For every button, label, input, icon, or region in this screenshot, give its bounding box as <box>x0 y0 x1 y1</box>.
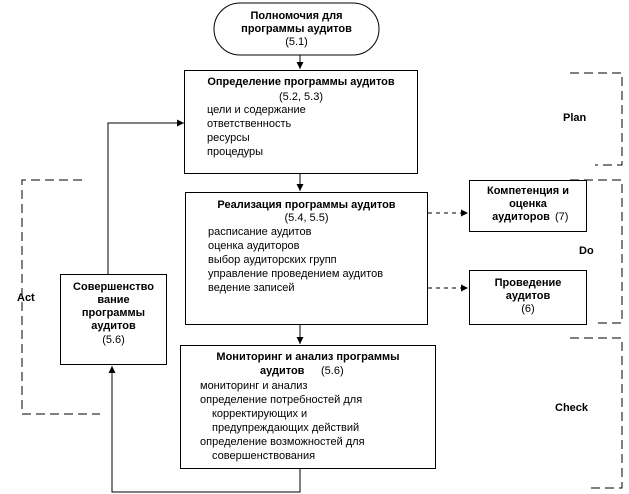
act-line4: аудитов <box>91 320 136 332</box>
plan-bracket <box>570 72 623 166</box>
start-terminal-shape <box>213 2 380 56</box>
act-bracket <box>21 179 100 415</box>
plan-item: ответственность <box>207 118 292 130</box>
conduct-line1: Проведение <box>494 277 562 289</box>
check-bracket <box>570 337 623 489</box>
do-box <box>185 192 428 325</box>
competence-ref: (7) <box>555 211 569 223</box>
start-ref: (5.1) <box>285 36 308 48</box>
plan-box-ref: (5.2, 5.3) <box>278 91 324 103</box>
act-line3: программы <box>81 307 146 319</box>
conduct-line2: аудитов <box>505 290 551 302</box>
start-title-line1: Полномочия для <box>250 10 343 22</box>
arrow-act-to-plan <box>107 119 184 274</box>
check-item: предупреждающих действий <box>212 422 360 434</box>
competence-box <box>469 180 587 232</box>
act-line2: вание <box>97 294 130 306</box>
act-box <box>60 274 167 365</box>
check-item: определение возможностей для <box>200 436 365 448</box>
start-title-line2: программы аудитов <box>241 23 352 35</box>
check-box <box>180 345 436 469</box>
check-item: совершенствования <box>212 450 316 462</box>
plan-item: процедуры <box>207 146 264 158</box>
check-title-line1: Мониторинг и анализ программы <box>216 351 400 363</box>
plan-item: ресурсы <box>207 132 250 144</box>
competence-line2: оценка <box>509 198 547 210</box>
phase-act-label: Act <box>17 292 35 304</box>
do-item: ведение записей <box>208 282 295 294</box>
do-item: расписание аудитов <box>208 226 312 238</box>
phase-do-label: Do <box>579 245 594 257</box>
competence-line3: аудиторов <box>492 211 550 223</box>
do-item: выбор аудиторских групп <box>208 254 337 266</box>
plan-box-title: Определение программы аудитов <box>207 76 395 88</box>
plan-item: цели и содержание <box>207 104 306 116</box>
act-ref: (5.6) <box>102 334 125 346</box>
check-item: мониторинг и анализ <box>200 380 308 392</box>
conduct-box <box>469 270 587 325</box>
check-ref: (5.6) <box>321 365 344 377</box>
conduct-ref: (6) <box>521 303 535 315</box>
do-item: оценка аудиторов <box>208 240 300 252</box>
check-item: определение потребностей для <box>200 394 363 406</box>
phase-plan-label: Plan <box>563 112 587 124</box>
arrow-check-to-act <box>108 366 301 493</box>
check-title-line2: аудитов <box>260 365 305 377</box>
do-box-ref: (5.4, 5.5) <box>284 212 329 224</box>
phase-check-label: Check <box>555 402 589 414</box>
do-box-title: Реализация программы аудитов <box>217 199 396 211</box>
plan-box <box>184 70 418 174</box>
check-item: корректирующих и <box>212 408 308 420</box>
do-item: управление проведением аудитов <box>208 268 384 280</box>
act-line1: Совершенство <box>73 281 154 293</box>
competence-line1: Компетенция и <box>487 185 569 197</box>
